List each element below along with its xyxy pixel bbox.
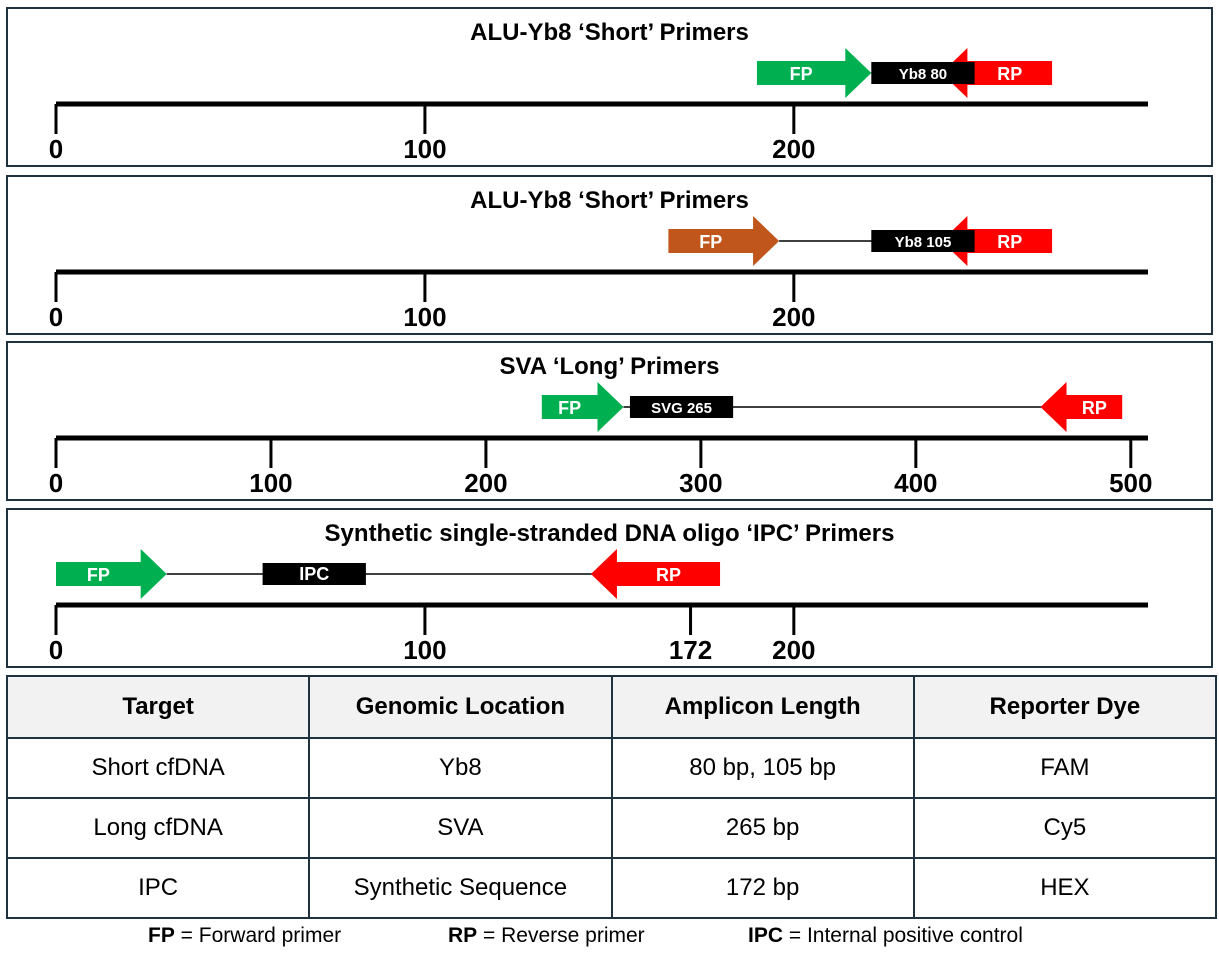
probe-box — [262, 563, 366, 585]
panel-title: ALU-Yb8 ‘Short’ Primers — [470, 187, 749, 214]
table-cell: SVA — [308, 797, 613, 859]
probe-box — [629, 396, 734, 418]
table-row: IPC Synthetic Sequence 172 bp HEX — [5, 857, 1218, 919]
table-cell: 172 bp — [610, 857, 915, 919]
reverse-primer-arrow — [941, 216, 1053, 266]
header-reporter-dye: Reporter Dye — [912, 675, 1218, 739]
tick-label: 200 — [772, 134, 815, 164]
tick-label: 100 — [403, 134, 446, 164]
table-cell: Long cfDNA — [5, 797, 311, 859]
table-header-row: Target Genomic Location Amplicon Length … — [5, 675, 1218, 739]
table-cell: Cy5 — [912, 797, 1218, 859]
forward-primer-label: FP — [790, 64, 813, 84]
probe-box — [871, 230, 975, 252]
legend-abbr: RP — [448, 924, 478, 947]
legend-abbr: IPC — [748, 924, 784, 947]
tick-label: 500 — [1109, 468, 1152, 498]
reverse-primer-label: RP — [1082, 398, 1107, 418]
legend-text: = Forward primer — [174, 924, 342, 947]
tick-label: 100 — [403, 302, 446, 332]
forward-primer-arrow — [541, 382, 624, 432]
primer-map-diagram: 0 100 200 FP RP Yb8 105 — [49, 216, 1148, 332]
forward-primer-arrow — [756, 48, 872, 98]
summary-table: Target Genomic Location Amplicon Length … — [5, 675, 1218, 919]
probe-label: Yb8 105 — [895, 234, 952, 251]
tick-label: 200 — [772, 302, 815, 332]
probe-label: Yb8 80 — [899, 66, 947, 83]
legend-abbr: FP — [148, 924, 175, 947]
reverse-primer-label: RP — [997, 232, 1022, 252]
reverse-primer-arrow — [1040, 382, 1123, 432]
table-row: Short cfDNA Yb8 80 bp, 105 bp FAM — [5, 737, 1218, 799]
primer-map-diagram: 0 100 172 200 FP RP IPC — [49, 549, 1148, 665]
forward-primer-label: FP — [87, 565, 110, 585]
panel-sva-long: SVA ‘Long’ Primers 0 100 200 300 400 500 FP RP S… — [6, 341, 1213, 501]
forward-primer-label: FP — [558, 398, 581, 418]
tick-label: 400 — [894, 468, 937, 498]
tick-label: 200 — [772, 635, 815, 665]
tick-label: 0 — [49, 134, 63, 164]
header-amplicon-length: Amplicon Length — [610, 675, 915, 739]
legend-ipc: IPC = Internal positive control — [748, 921, 1023, 951]
header-genomic-location: Genomic Location — [308, 675, 613, 739]
legend-rp: RP = Reverse primer — [448, 921, 645, 951]
table-cell: 265 bp — [610, 797, 915, 859]
tick-label: 200 — [464, 468, 507, 498]
table-cell: IPC — [5, 857, 311, 919]
forward-primer-arrow — [56, 549, 167, 599]
table-cell: Synthetic Sequence — [308, 857, 613, 919]
tick-label: 100 — [249, 468, 292, 498]
table-row: Long cfDNA SVA 265 bp Cy5 — [5, 797, 1218, 859]
reverse-primer-arrow — [941, 48, 1053, 98]
table-cell: HEX — [912, 857, 1218, 919]
forward-primer-arrow — [668, 216, 780, 266]
legend-fp: FP = Forward primer — [148, 921, 341, 951]
header-target: Target — [5, 675, 311, 739]
tick-label: 0 — [49, 635, 63, 665]
table-cell: Short cfDNA — [5, 737, 311, 799]
panel-title: ALU-Yb8 ‘Short’ Primers — [470, 19, 749, 46]
primer-map-diagram: 0 100 200 300 400 500 FP RP SVG 265 — [49, 382, 1152, 498]
reverse-primer-arrow — [590, 549, 721, 599]
reverse-primer-label: RP — [656, 565, 681, 585]
tick-label: 300 — [679, 468, 722, 498]
panel-title: SVA ‘Long’ Primers — [499, 353, 720, 380]
panel-alu-yb8-80: ALU-Yb8 ‘Short’ Primers 0 100 200 FP RP Yb8 8… — [6, 7, 1213, 167]
tick-label: 100 — [403, 635, 446, 665]
legend-text: = Reverse primer — [477, 924, 645, 947]
tick-label: 172 — [669, 635, 712, 665]
table-cell: Yb8 — [308, 737, 613, 799]
probe-label: SVG 265 — [651, 400, 712, 417]
panel-title: Synthetic single-stranded DNA oligo ‘IPC… — [324, 520, 895, 547]
primer-map-diagram: 0 100 200 FP RP Yb8 80 — [49, 48, 1148, 164]
panel-alu-yb8-105: ALU-Yb8 ‘Short’ Primers 0 100 200 FP RP Yb8 1… — [6, 175, 1213, 335]
abbreviation-legend: FP = Forward primer RP = Reverse primer … — [0, 921, 1219, 951]
tick-label: 0 — [49, 302, 63, 332]
probe-label: IPC — [299, 564, 329, 584]
forward-primer-label: FP — [699, 232, 722, 252]
panel-ipc: Synthetic single-stranded DNA oligo ‘IPC… — [6, 508, 1213, 668]
table-cell: 80 bp, 105 bp — [610, 737, 915, 799]
tick-label: 0 — [49, 468, 63, 498]
probe-box — [871, 62, 975, 84]
legend-text: = Internal positive control — [783, 924, 1023, 947]
table-cell: FAM — [912, 737, 1218, 799]
reverse-primer-label: RP — [997, 64, 1022, 84]
